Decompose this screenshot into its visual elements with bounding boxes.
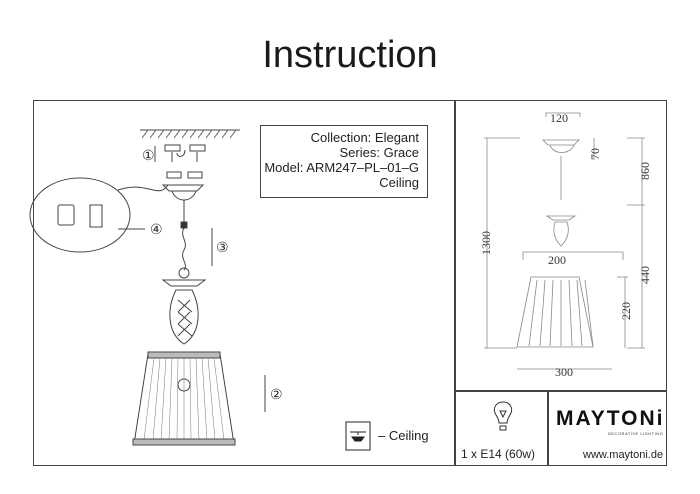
model-label: Model: ARM247–PL–01–G bbox=[264, 160, 419, 175]
dim-shade-top: 200 bbox=[548, 253, 566, 267]
dimension-drawing: 120 70 1300 860 440 200 220 300 bbox=[479, 111, 652, 379]
mount-label: Ceiling bbox=[379, 175, 419, 190]
divider bbox=[547, 390, 549, 466]
assembly-drawing: ① ④ ③ ② bbox=[29, 129, 371, 451]
product-info-box: Collection: Elegant Series: Grace Model:… bbox=[260, 125, 428, 198]
divider bbox=[454, 100, 456, 466]
step-3: ③ bbox=[216, 241, 229, 256]
dim-canopy-height: 70 bbox=[588, 148, 602, 160]
dim-shade-bottom: 300 bbox=[555, 365, 573, 379]
series-label: Series: Grace bbox=[339, 145, 419, 160]
brand-logo: MAYTONi bbox=[556, 407, 665, 430]
brand-url: www.maytoni.de bbox=[583, 449, 664, 461]
dim-lower: 440 bbox=[638, 266, 652, 284]
dim-upper: 860 bbox=[638, 162, 652, 180]
bulb-spec: 1 x E14 (60w) bbox=[461, 447, 536, 461]
brand-tagline: DECORATIVE LIGHTING bbox=[608, 431, 664, 436]
ceiling-mount-icon bbox=[345, 421, 371, 451]
ceiling-legend-label: – Ceiling bbox=[378, 428, 429, 443]
page-title: Instruction bbox=[262, 34, 438, 76]
step-2: ② bbox=[270, 388, 283, 403]
light-bulb-icon bbox=[493, 401, 513, 431]
step-1: ① bbox=[142, 149, 155, 164]
collection-label: Collection: Elegant bbox=[310, 130, 419, 145]
dim-canopy-width: 120 bbox=[550, 111, 568, 125]
dim-shade-height: 220 bbox=[619, 302, 633, 320]
instruction-frame bbox=[33, 100, 667, 466]
dim-total-height: 1300 bbox=[479, 231, 493, 255]
step-4: ④ bbox=[150, 223, 163, 238]
divider bbox=[454, 390, 667, 392]
